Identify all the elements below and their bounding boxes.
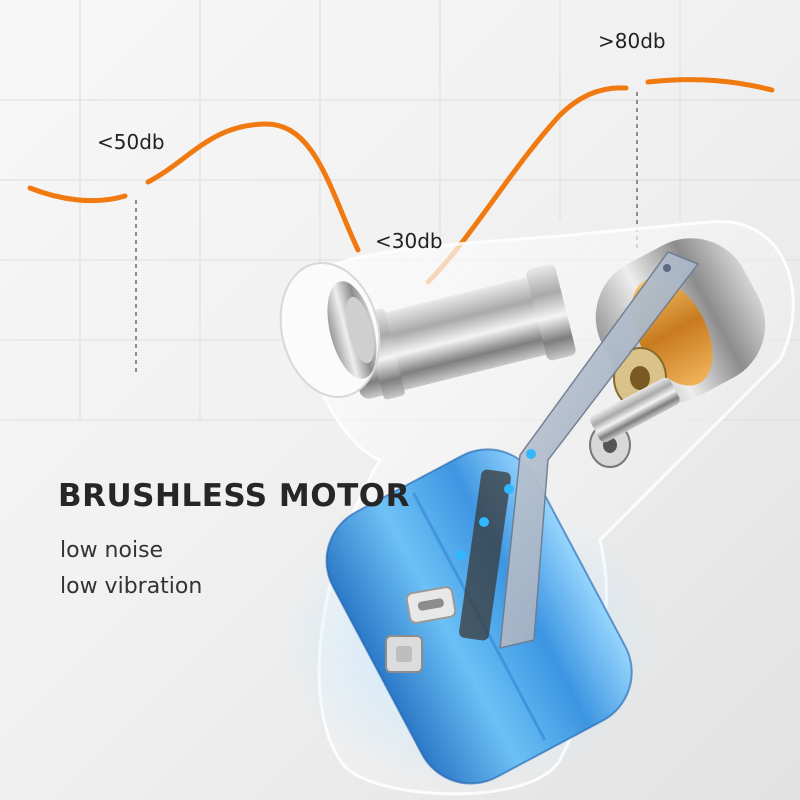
feature-low-vibration: low vibration	[60, 574, 203, 599]
noise-label-50db: <50db	[97, 130, 165, 154]
feature-low-noise: low noise	[60, 538, 164, 563]
noise-label-30db: <30db	[375, 229, 443, 253]
usb-c-port-icon	[405, 586, 457, 624]
headline: BRUSHLESS MOTOR	[58, 478, 410, 514]
control-board	[459, 251, 700, 649]
noise-label-80db: >80db	[598, 29, 666, 53]
massage-head-tip	[279, 262, 381, 398]
indicator-led-icon	[456, 449, 536, 560]
power-switch	[385, 635, 423, 673]
